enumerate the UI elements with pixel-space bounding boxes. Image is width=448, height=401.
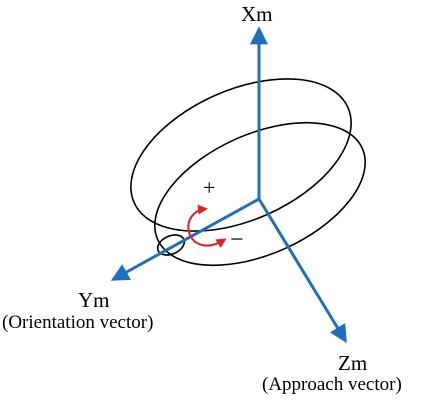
- positive-rotation-sign: +: [203, 175, 216, 200]
- rotation-arrow-lower: [188, 231, 227, 248]
- zm-axis-arrow: [257, 197, 347, 344]
- ym-axis-subtitle: (Orientation vector): [2, 312, 154, 333]
- axes: [110, 26, 347, 344]
- zm-axis-label: Zm: [338, 351, 368, 375]
- rotation-arrow: [187, 204, 227, 248]
- xm-axis-label: Xm: [241, 2, 273, 26]
- ym-axis-label: Ym: [78, 288, 110, 312]
- cylinder-shape: [130, 78, 366, 267]
- negative-rotation-sign: −: [230, 227, 244, 253]
- zm-axis-subtitle: (Approach vector): [262, 374, 402, 395]
- ym-axis-arrow: [110, 197, 261, 281]
- rotation-arrow-upper: [187, 204, 208, 233]
- cylinder-front-face: [154, 121, 366, 267]
